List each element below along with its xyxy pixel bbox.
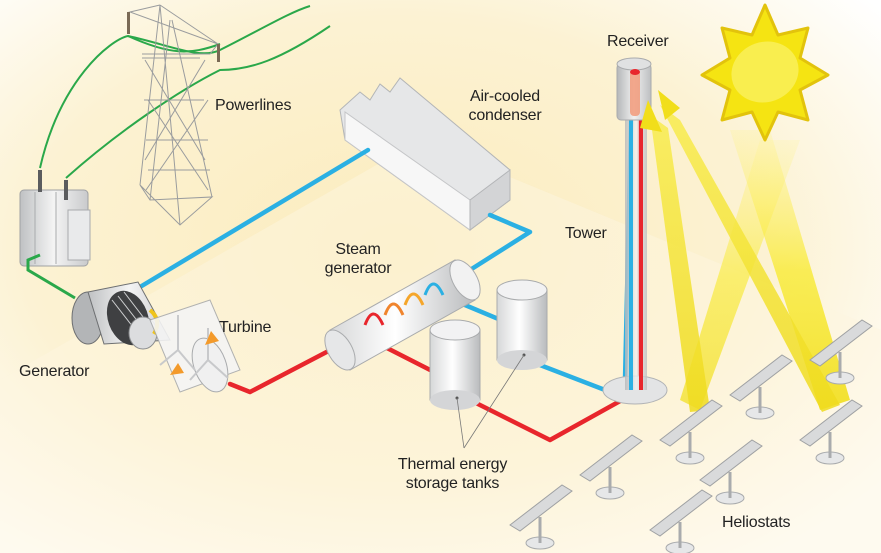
sun-beams — [640, 90, 850, 412]
storage-tank-hot — [429, 319, 481, 410]
generator — [71, 281, 171, 350]
label-steam-line1: Steam — [335, 241, 381, 258]
powerlines — [39, 5, 331, 179]
heliostat — [659, 399, 723, 465]
heliostat — [699, 439, 763, 505]
label-generator: Generator — [19, 363, 90, 380]
storage-tank-cold — [496, 279, 548, 370]
turbine — [149, 299, 241, 393]
heliostat — [649, 489, 713, 553]
label-condenser: Air-cooled condenser — [460, 87, 550, 125]
label-powerlines: Powerlines — [215, 97, 292, 114]
label-tanks-line2: storage tanks — [405, 475, 500, 492]
label-condenser-line2: condenser — [468, 107, 542, 124]
label-turbine: Turbine — [219, 319, 272, 336]
label-tower: Tower — [565, 225, 607, 242]
transmission-tower — [127, 4, 220, 226]
sun-icon — [700, 3, 830, 142]
tank-leader-lines — [456, 354, 525, 449]
label-heliostats: Heliostats — [722, 514, 791, 531]
label-condenser-line1: Air-cooled — [469, 88, 541, 105]
steam-generator — [324, 259, 481, 371]
heliostat — [729, 354, 793, 420]
label-tanks-line1: Thermal energy — [397, 456, 508, 473]
label-steam-generator: Steam generator — [318, 240, 398, 278]
air-cooled-condenser — [339, 77, 511, 231]
label-receiver: Receiver — [607, 33, 669, 50]
transformer-to-generator-wire — [26, 253, 76, 300]
label-storage-tanks: Thermal energy storage tanks — [385, 455, 520, 493]
transformer — [19, 170, 91, 267]
tower — [602, 57, 668, 405]
heliostat-field — [509, 319, 873, 553]
heliostat — [799, 399, 863, 465]
label-steam-line2: generator — [324, 260, 392, 277]
receiver — [630, 69, 640, 75]
heliostat — [579, 434, 643, 500]
heliostat — [809, 319, 873, 385]
heliostat — [509, 484, 573, 550]
